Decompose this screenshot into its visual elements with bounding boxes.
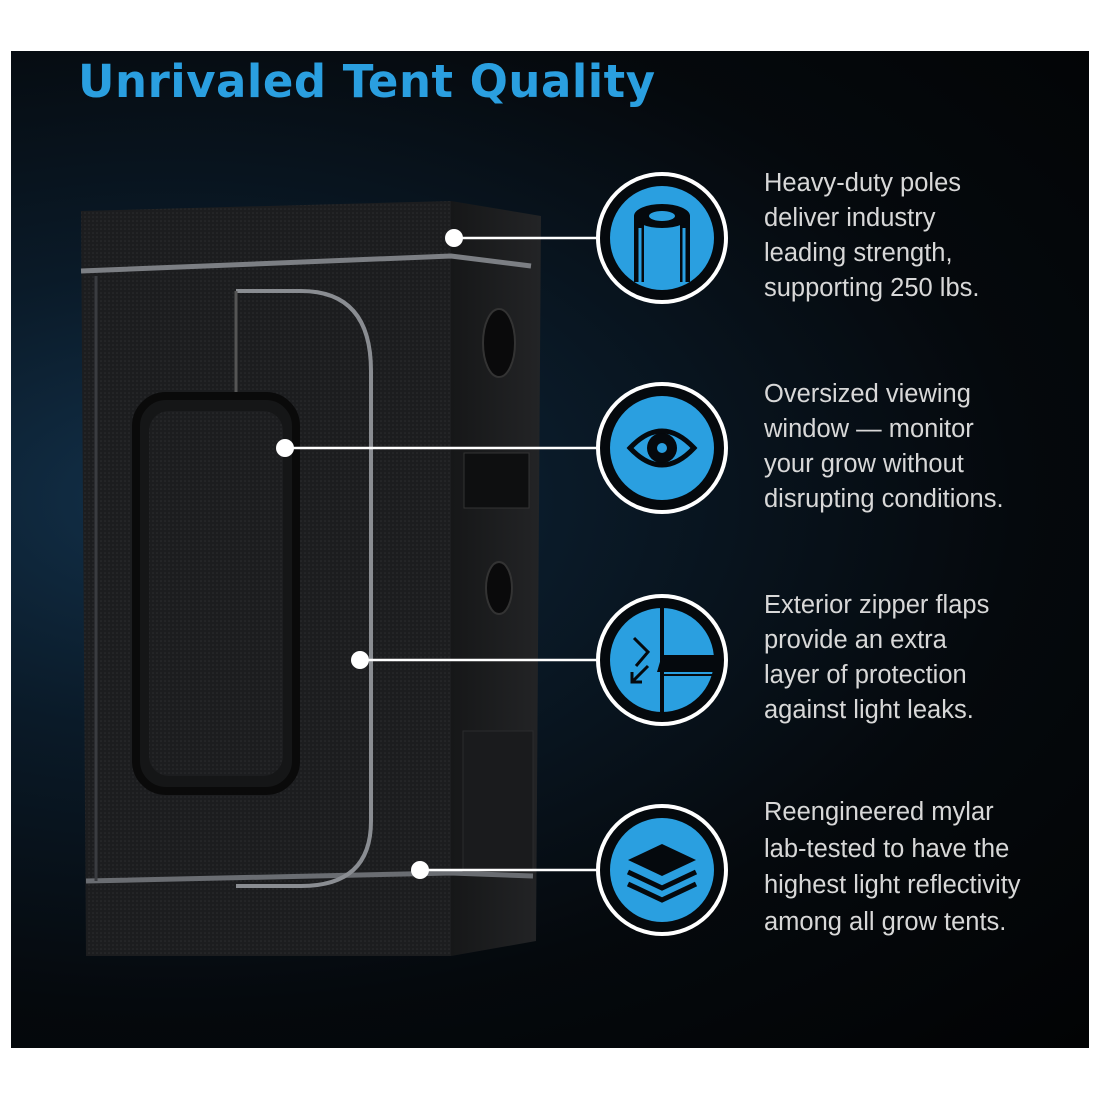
feature-mylar-text: Reengineered mylar lab-tested to have th…: [764, 794, 1021, 940]
tent-illustration: [80, 201, 599, 956]
pole-icon: [596, 172, 728, 304]
feature-line: your grow without: [764, 450, 964, 478]
feature-line: deliver industry: [764, 204, 936, 232]
zipper-flap-icon: [596, 594, 728, 726]
feature-line: Reengineered mylar: [764, 798, 994, 826]
feature-line: supporting 250 lbs.: [764, 274, 980, 302]
feature-line: provide an extra: [764, 626, 947, 654]
feature-line: disrupting conditions.: [764, 485, 1004, 513]
feature-line: highest light reflectivity: [764, 871, 1021, 899]
feature-line: Oversized viewing: [764, 380, 971, 408]
feature-line: Exterior zipper flaps: [764, 591, 990, 619]
feature-line: window — monitor: [764, 415, 974, 443]
feature-icons: [596, 172, 728, 936]
feature-line: layer of protection: [764, 661, 967, 689]
feature-zipper-text: Exterior zipper flaps provide an extra l…: [764, 588, 989, 728]
feature-line: among all grow tents.: [764, 907, 1007, 936]
feature-line: leading strength,: [764, 239, 953, 267]
feature-line: against light leaks.: [764, 696, 974, 724]
eye-icon: [596, 382, 728, 514]
feature-line: lab-tested to have the: [764, 834, 1010, 863]
feature-line: Heavy-duty poles: [764, 169, 962, 197]
dark-panel: Unrivaled Tent Quality: [11, 51, 1089, 1048]
feature-window-text: Oversized viewing window — monitor your …: [764, 377, 1004, 517]
page-title: Unrivaled Tent Quality: [78, 55, 656, 108]
layers-icon: [596, 804, 728, 936]
feature-poles-text: Heavy-duty poles deliver industry leadin…: [764, 166, 979, 306]
